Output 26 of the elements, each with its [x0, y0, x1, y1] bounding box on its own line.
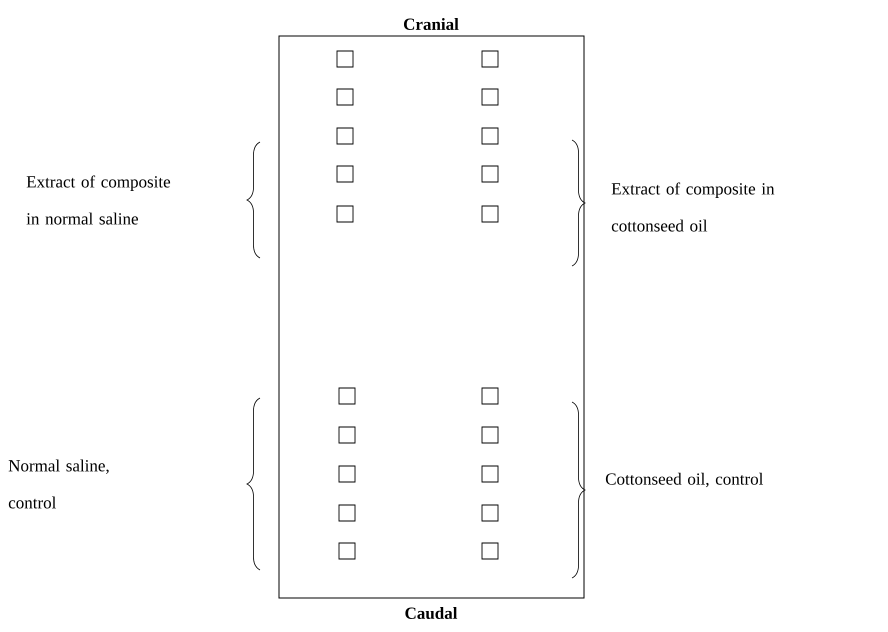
site-square — [338, 426, 356, 444]
site-square — [338, 542, 356, 560]
site-square — [482, 426, 498, 444]
site-square — [338, 504, 356, 522]
site-square — [482, 88, 498, 106]
site-square — [336, 128, 354, 144]
site-square — [482, 128, 498, 144]
site-square — [338, 388, 356, 404]
site-square — [336, 166, 354, 182]
group-label: Extract of composite in normal saline — [26, 175, 170, 225]
site-square — [482, 388, 498, 404]
site-square — [482, 166, 498, 182]
site-square — [482, 206, 498, 222]
group-label: Extract of composite in cottonseed oil — [612, 182, 774, 232]
site-square — [482, 504, 498, 522]
group-label: Cottonseed oil, control — [606, 472, 764, 488]
site-square — [336, 88, 354, 106]
orientation-label: Cranial — [404, 18, 459, 30]
orientation-label: Caudal — [405, 607, 458, 619]
site-square — [482, 50, 498, 68]
site-square — [482, 466, 498, 482]
group-label: Normal saline, control — [8, 460, 109, 508]
site-square — [336, 50, 354, 68]
site-square — [336, 206, 354, 222]
site-square — [482, 542, 498, 560]
site-square — [338, 466, 356, 482]
